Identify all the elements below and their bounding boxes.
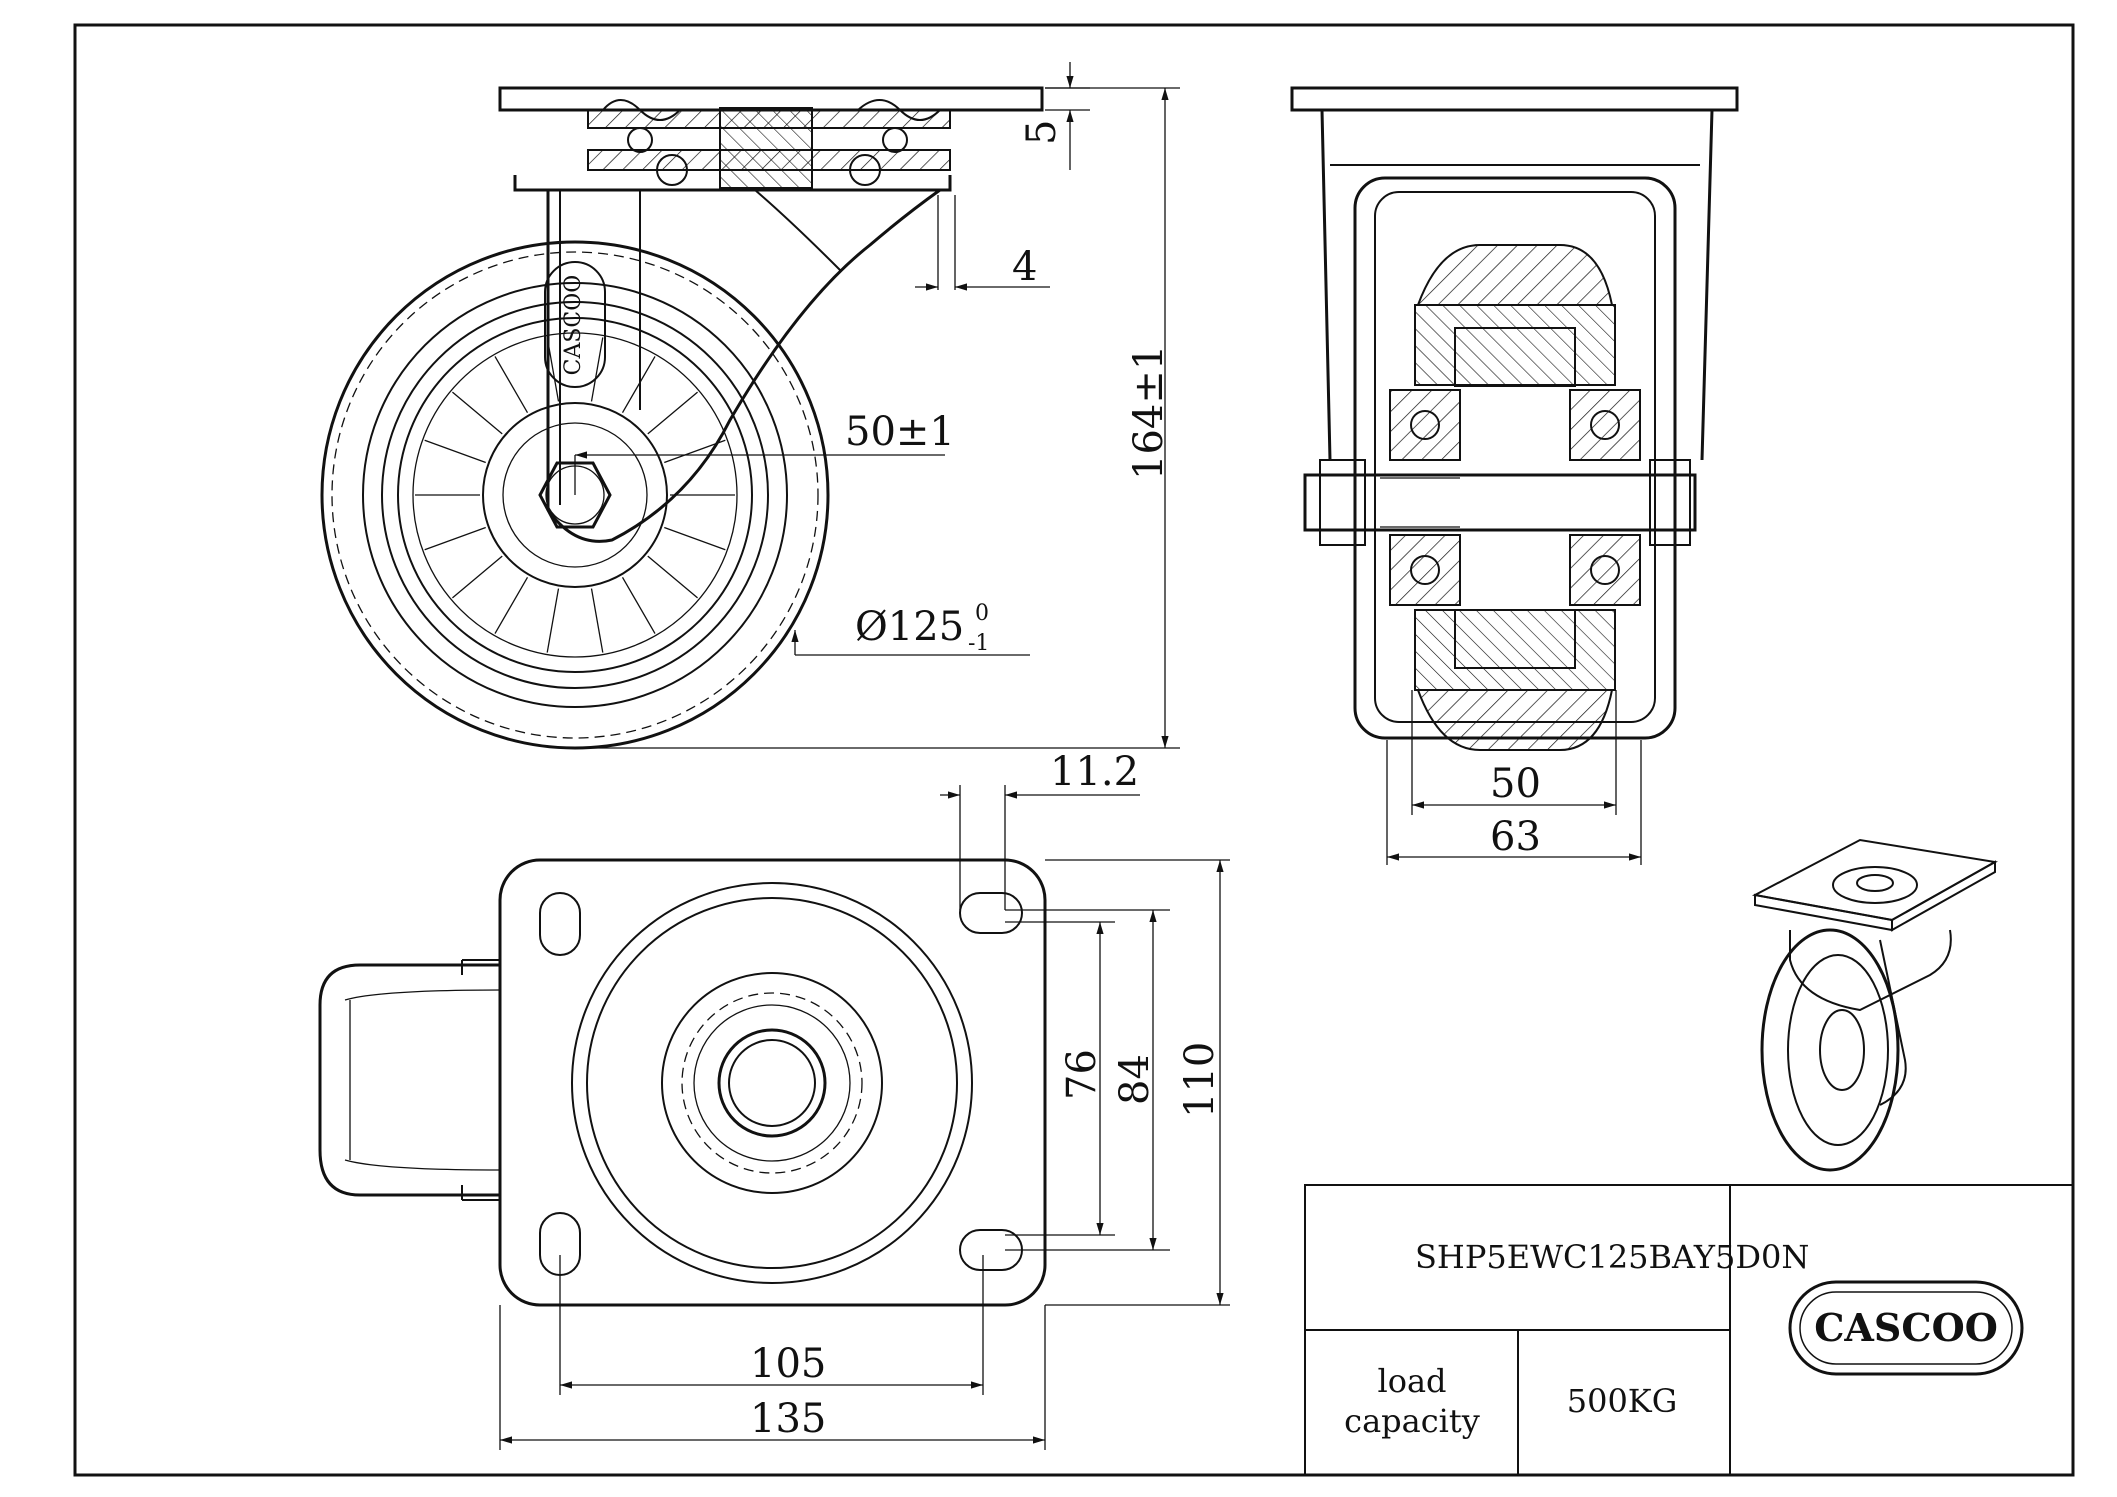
wheel-spoke [546, 588, 560, 653]
dim-wheel-tol-upper: 0 [975, 601, 989, 626]
dim-plate-width: 135 [750, 1396, 826, 1442]
plate-view [318, 858, 1047, 1307]
side-view-wheel [320, 240, 830, 750]
dim-plate-height: 110 [1177, 1042, 1223, 1118]
drawing-border [73, 23, 2075, 1477]
side-view-dimensions: 5 4 164±1 50±1 Ø125 0 -1 [574, 62, 1180, 749]
load-label-line1: load [1377, 1362, 1446, 1400]
mounting-hole-top-left [539, 892, 581, 956]
wheel-spoke [494, 576, 529, 634]
dim-slot-offset: 11.2 [1050, 749, 1139, 795]
dim-hole-spacing-outer: 84 [1112, 1054, 1158, 1105]
dim-plate-offset: 5 [1019, 120, 1065, 145]
mounting-hole-top-right [959, 892, 1023, 934]
mounting-plate [498, 858, 1047, 1307]
wheel-spoke [452, 555, 503, 599]
side-view: CASCOO [320, 86, 1044, 750]
front-top-plate [1290, 86, 1739, 112]
plate-view-dimensions: 11.2 76 84 110 105 135 [499, 749, 1230, 1450]
wheel-spoke [621, 356, 656, 414]
load-label-line2: capacity [1344, 1402, 1480, 1440]
axle-nut [538, 461, 612, 529]
wheel-spoke [590, 588, 604, 653]
load-value: 500KG [1567, 1382, 1678, 1420]
front-section-view [1290, 86, 1739, 751]
wheel-spoke [647, 555, 698, 599]
wheel-spoke [494, 356, 529, 414]
wheel-spoke [590, 337, 604, 402]
dim-hole-spacing-x: 105 [750, 1341, 826, 1387]
title-block: SHP5EWC125BAY5D0N load capacity 500KG CA… [1304, 1184, 2074, 1476]
model-number: SHP5EWC125BAY5D0N [1415, 1238, 1809, 1276]
dim-wheel-diameter: Ø125 [855, 604, 964, 650]
dim-hole-spacing-inner: 76 [1059, 1049, 1105, 1100]
dim-overall-height: 164±1 [1126, 345, 1172, 480]
side-top-plate [498, 86, 1044, 112]
isometric-view [1751, 838, 1998, 1172]
wheel-spoke [621, 576, 656, 634]
dim-fork-width: 63 [1490, 814, 1541, 860]
dim-swivel-offset: 50±1 [845, 409, 955, 455]
wheel-spoke [424, 526, 486, 551]
fork-logo-text: CASCOO [561, 275, 586, 376]
fork-logo [544, 261, 606, 388]
dim-wheel-width: 50 [1490, 761, 1541, 807]
wheel-spoke [664, 526, 726, 551]
wheel-spoke [424, 439, 486, 464]
dim-kingpin-offset: 4 [1012, 244, 1037, 290]
front-view-dimensions: 50 63 [1386, 690, 1642, 865]
brand-logo-text: CASCOO [1814, 1305, 1998, 1350]
wheel-spoke [647, 391, 698, 435]
wheel-spoke [452, 391, 503, 435]
dim-wheel-tol-lower: -1 [968, 631, 989, 656]
axle [1303, 473, 1697, 532]
brand-logo [1788, 1280, 2024, 1376]
fork-leg [546, 188, 941, 543]
